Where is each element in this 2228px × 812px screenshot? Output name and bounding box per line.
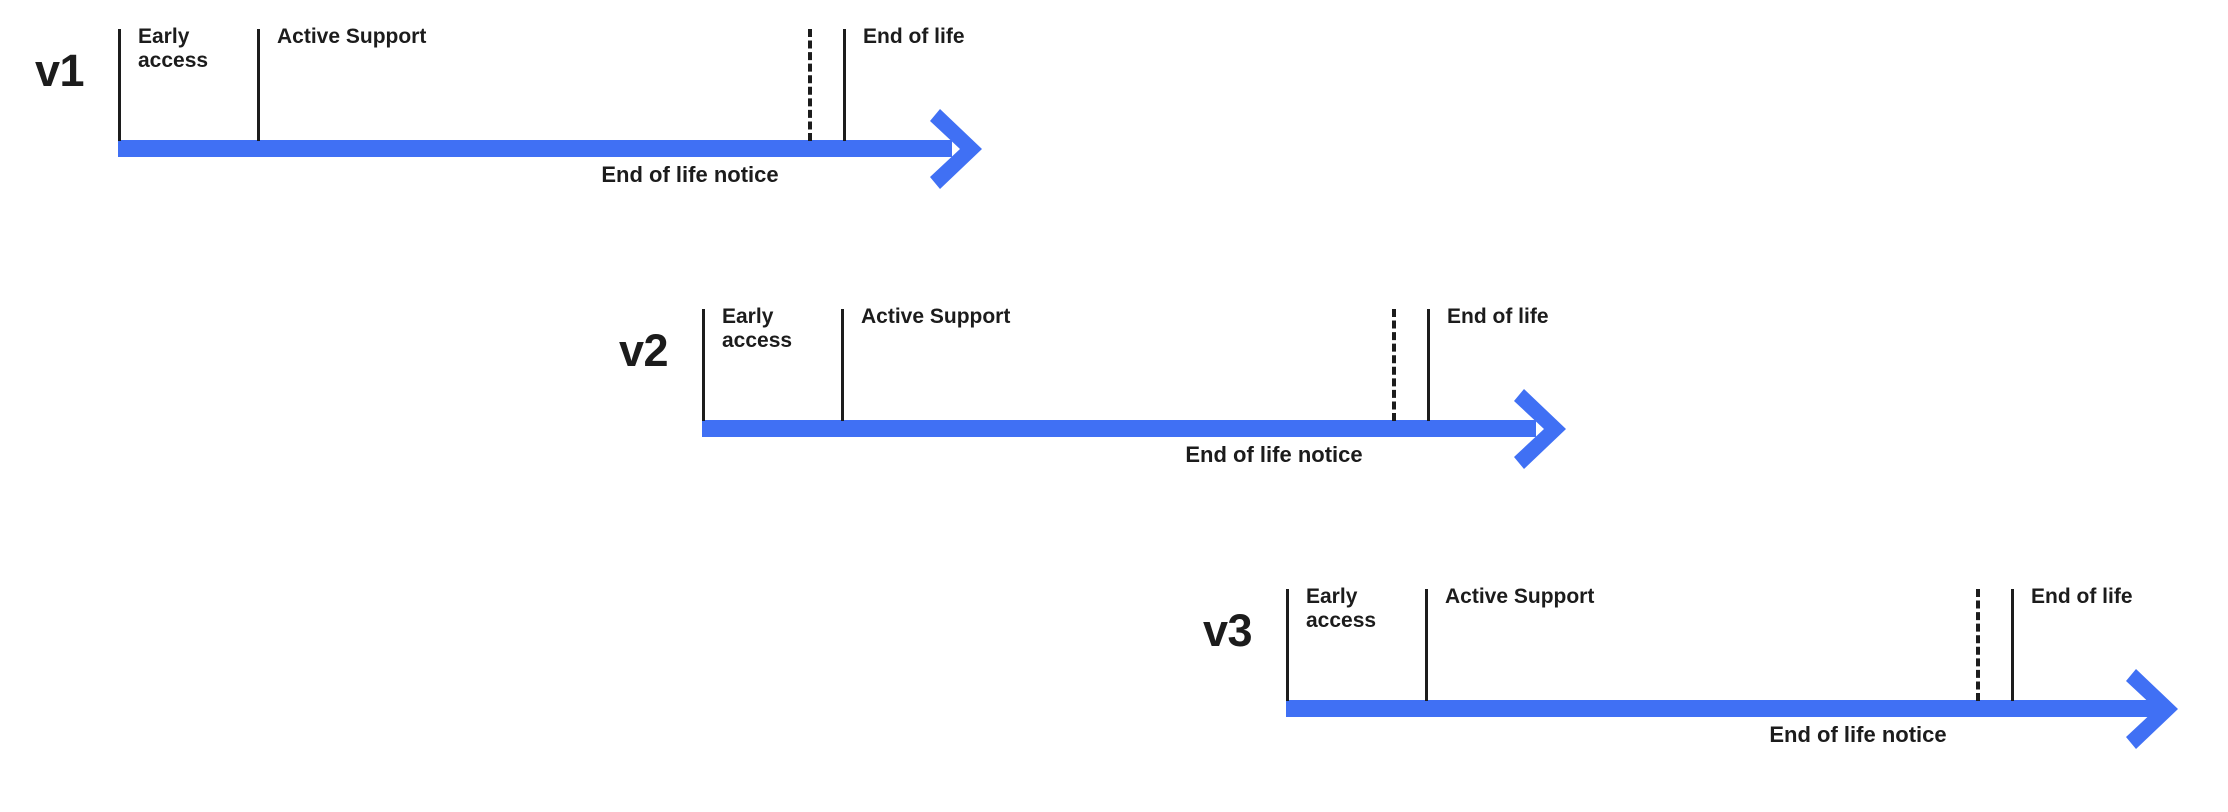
end-of-life-notice-marker	[1976, 589, 1980, 701]
phase-divider-3	[843, 29, 846, 141]
phase-label-early_access: Early access	[722, 305, 793, 352]
lifecycle-bar	[1286, 700, 2160, 717]
phase-label-end_of_life: End of life	[863, 25, 965, 48]
phase-divider-3	[2011, 589, 2014, 701]
version-label-v1: v1	[34, 45, 85, 96]
lifecycle-bar	[702, 420, 1536, 437]
end-of-life-notice-marker	[808, 29, 812, 141]
phase-label-early_access: Early access	[1306, 585, 1377, 632]
arrow-right-icon	[930, 107, 986, 191]
phase-label-end_of_life: End of life	[1447, 305, 1549, 328]
phase-label-end_of_life: End of life	[2031, 585, 2133, 608]
phase-divider-3	[1427, 309, 1430, 421]
phase-divider-2	[841, 309, 844, 421]
version-label-v3: v3	[1202, 605, 1253, 656]
phase-label-active_support: Active Support	[277, 25, 427, 48]
phase-divider-1	[702, 309, 705, 421]
phase-divider-1	[118, 29, 121, 141]
phase-divider-2	[257, 29, 260, 141]
phase-label-early_access: Early access	[138, 25, 209, 72]
arrow-right-icon	[1514, 387, 1570, 471]
bar-caption-end-of-life-notice: End of life notice	[1769, 722, 1947, 747]
bar-caption-end-of-life-notice: End of life notice	[1185, 442, 1363, 467]
lifecycle-bar	[118, 140, 952, 157]
arrow-right-icon	[2126, 667, 2182, 751]
phase-label-active_support: Active Support	[1445, 585, 1595, 608]
phase-divider-1	[1286, 589, 1289, 701]
version-label-v2: v2	[618, 325, 669, 376]
phase-label-active_support: Active Support	[861, 305, 1011, 328]
bar-caption-end-of-life-notice: End of life notice	[601, 162, 779, 187]
end-of-life-notice-marker	[1392, 309, 1396, 421]
phase-divider-2	[1425, 589, 1428, 701]
